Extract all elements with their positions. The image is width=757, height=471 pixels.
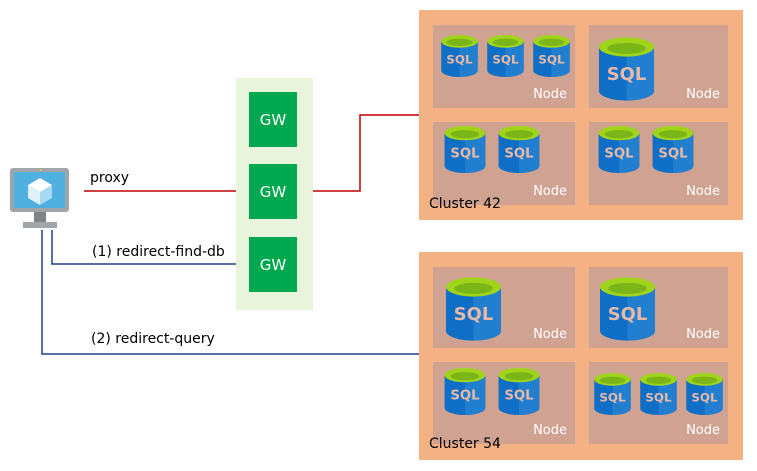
proxy-label: proxy xyxy=(90,170,130,186)
gateway-2[interactable]: GW xyxy=(249,164,297,219)
cluster-54-node-4[interactable]: Node xyxy=(589,362,728,444)
node-label: Node xyxy=(686,423,720,438)
redirect-query-label: (2) redirect-query xyxy=(91,331,215,347)
cluster-42-node-1[interactable]: Node xyxy=(433,25,575,108)
cluster-42: Node Node Node Node Cluster 42 xyxy=(419,10,743,220)
cluster-54-node-2[interactable]: Node xyxy=(589,267,728,348)
node-label: Node xyxy=(533,184,567,199)
node-label: Node xyxy=(533,87,567,102)
cluster-42-node-2[interactable]: Node xyxy=(589,25,728,108)
cluster-54-node-3[interactable]: Node xyxy=(433,362,575,444)
redirect-find-db-label: (1) redirect-find-db xyxy=(92,244,225,260)
node-label: Node xyxy=(533,423,567,438)
redirect-find-db-line xyxy=(51,230,249,265)
cluster-label: Cluster 42 xyxy=(429,196,501,212)
cluster-42-node-3[interactable]: Node xyxy=(433,122,575,205)
gateway-1[interactable]: GW xyxy=(249,92,297,147)
cluster-42-node-4[interactable]: Node xyxy=(589,122,728,205)
node-label: Node xyxy=(686,184,720,199)
cluster-label: Cluster 54 xyxy=(429,436,501,452)
gateway-3[interactable]: GW xyxy=(249,237,297,292)
cluster-54-node-1[interactable]: Node xyxy=(433,267,575,348)
node-label: Node xyxy=(533,327,567,342)
node-label: Node xyxy=(686,327,720,342)
client-computer[interactable] xyxy=(10,165,70,235)
cluster-54: Node Node Node Node Cluster 54 xyxy=(419,252,743,460)
computer-monitor-icon xyxy=(10,168,69,228)
node-label: Node xyxy=(686,87,720,102)
